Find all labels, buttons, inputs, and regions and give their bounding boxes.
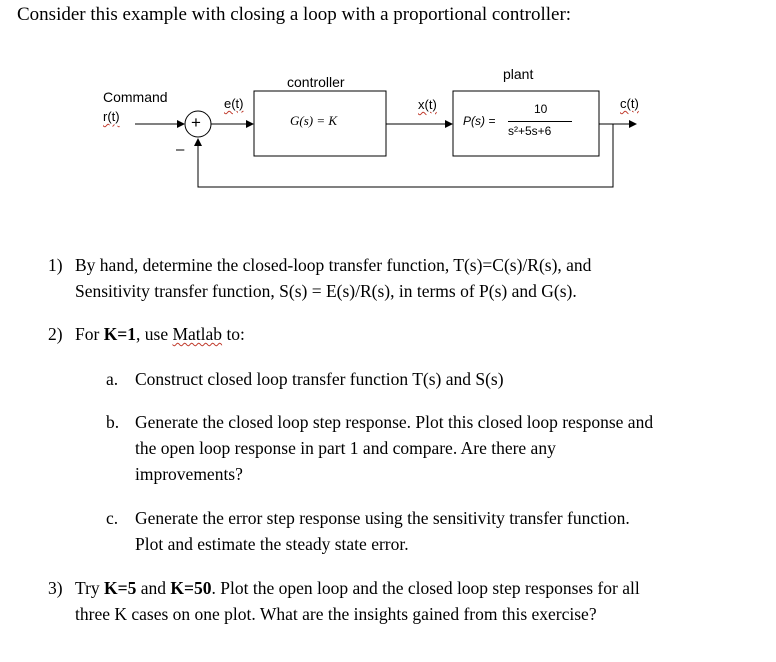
input-signal-label: r(t) [103, 109, 120, 124]
q3-rest: . Plot the open loop and the closed loop… [211, 578, 640, 598]
q2a-text: Construct closed loop transfer function … [135, 369, 504, 389]
q1-text: By hand, determine the closed-loop trans… [75, 252, 591, 304]
q2c-text: Generate the error step response using t… [135, 505, 630, 557]
q2-mid: , use [136, 324, 173, 344]
controller-title: controller [287, 74, 345, 90]
block-diagram: Command r(t) + – e(t) controller G(s) = … [0, 55, 776, 205]
intro-text: Consider this example with closing a loo… [17, 4, 572, 25]
q2c-label: c. [106, 508, 119, 528]
controller-transfer-function: G(s) = K [290, 113, 338, 128]
q1-line-2: Sensitivity transfer function, S(s) = E(… [75, 281, 577, 301]
q1-number: 1) [48, 255, 63, 275]
q3-number: 3) [48, 578, 63, 598]
q3-and: and [136, 578, 171, 598]
error-signal-label: e(t) [224, 96, 244, 111]
controller-output-label: x(t) [418, 97, 437, 112]
q2b-line-3: improvements? [135, 464, 243, 484]
output-signal-label: c(t) [620, 96, 639, 111]
q2c-line-1: Generate the error step response using t… [135, 508, 630, 528]
q3-line-2: three K cases on one plot. What are the … [75, 604, 597, 624]
sum-plus-sign: + [191, 113, 201, 132]
q2b-line-1: Generate the closed loop step response. … [135, 412, 654, 432]
q3-text: Try K=5 and K=50. Plot the open loop and… [75, 575, 640, 627]
command-label: Command [103, 89, 168, 105]
q2a-label: a. [106, 369, 119, 389]
q2-matlab: Matlab [172, 324, 223, 344]
q2b-label: b. [106, 412, 120, 432]
q2-pre: For [75, 324, 104, 344]
plant-tf-numerator: 10 [534, 102, 548, 116]
q3-pre: Try [75, 578, 105, 598]
plant-tf-denominator: s²+5s+6 [508, 124, 552, 138]
feedback-path [194, 124, 614, 188]
q2b-text: Generate the closed loop step response. … [135, 409, 653, 487]
plant-tf-lhs: P(s) = [463, 114, 496, 128]
controller-block [253, 90, 387, 157]
q3-k5: K=5 [104, 578, 137, 598]
q2b-line-2: the open loop response in part 1 and com… [135, 438, 556, 458]
q1-line-1: By hand, determine the closed-loop trans… [75, 255, 592, 275]
plant-tf-fraction-bar [508, 121, 572, 122]
q3-k50: K=50 [170, 578, 212, 598]
q2-k-value: K=1 [103, 324, 137, 344]
block-diagram-lines [135, 90, 637, 188]
q2-number: 2) [48, 324, 63, 344]
q3-line-1: Try K=5 and K=50. Plot the open loop and… [75, 575, 640, 601]
sum-minus-sign: – [176, 141, 185, 158]
q2c-line-2: Plot and estimate the steady state error… [135, 534, 409, 554]
plant-title: plant [503, 66, 534, 82]
q2-text: For K=1, use Matlab to: [75, 321, 245, 347]
q2-post: to: [222, 324, 245, 344]
